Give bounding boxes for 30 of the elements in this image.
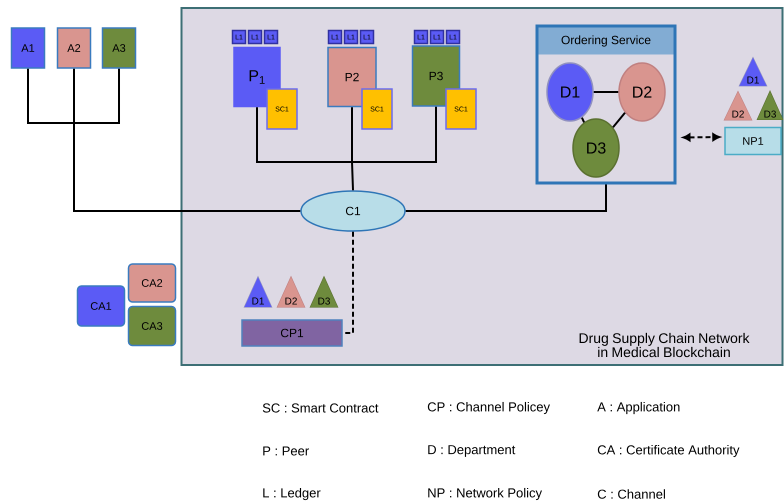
- certificate-authority-box: CA3: [128, 306, 176, 346]
- legend-entry: CP : Channel Policey: [428, 402, 550, 414]
- application-box: A1: [10, 27, 46, 69]
- peer-box: P2: [327, 46, 377, 108]
- application-box: A2: [56, 27, 92, 69]
- legend-entry: NP : Network Policy: [428, 488, 542, 500]
- connector-line: [406, 184, 607, 212]
- connector-line: [682, 133, 720, 142]
- legend-entry: SC : Smart Contract: [262, 403, 378, 413]
- legend-entry: L : Ledger: [263, 488, 320, 500]
- legend-entry: A : Application: [597, 402, 680, 414]
- legend-entry: P : Peer: [263, 446, 309, 456]
- connector-line: [581, 117, 585, 123]
- legend-entry: CA : Certificate Authority: [598, 444, 740, 458]
- panel-title: Drug Supply Chain Network in Medical Blockchain: [580, 332, 750, 358]
- peer-box: P3: [412, 45, 460, 107]
- legend-entry: D : Department: [428, 445, 516, 457]
- connector-line: [256, 106, 437, 190]
- channel-policy-box: CP1: [241, 319, 343, 347]
- connector-line: [342, 232, 354, 334]
- connector-line: [612, 112, 626, 128]
- legend-entry: C : Channel: [598, 489, 665, 499]
- peer-box: P$_{1}$: [233, 46, 281, 108]
- connector-line: [27, 68, 300, 212]
- certificate-authority-box: CA2: [128, 263, 176, 303]
- network-policy-box: NP1: [724, 126, 782, 156]
- department-triangle: D3: [756, 90, 784, 120]
- application-box: A3: [102, 27, 136, 69]
- certificate-authority-box: CA1: [76, 285, 126, 327]
- connector-line: [594, 91, 618, 93]
